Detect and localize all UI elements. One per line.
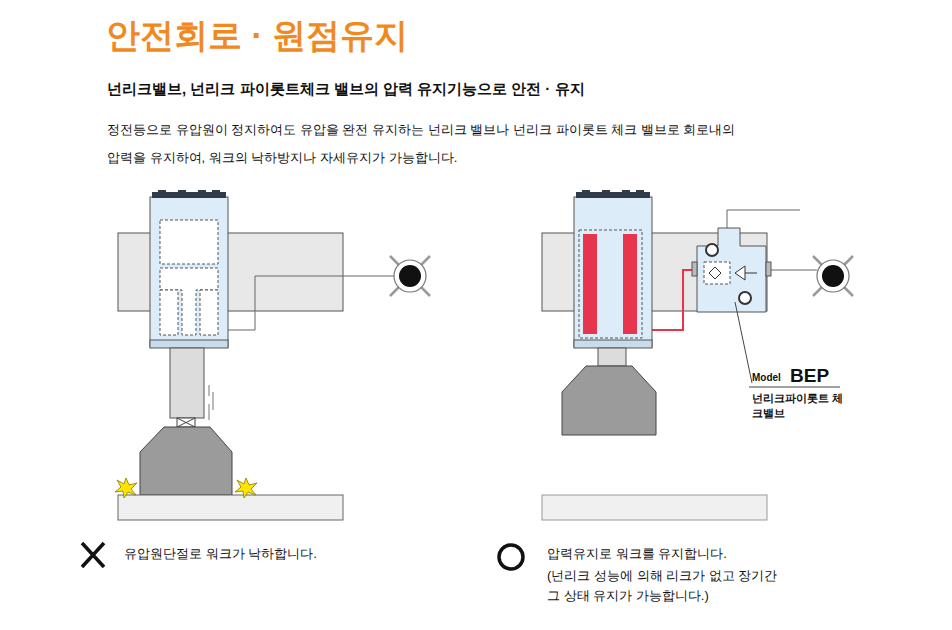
ok-caption: 압력유지로 워크를 유지합니다. [547,546,727,562]
ng-caption: 유압원단절로 워크가 낙하합니다. [124,546,317,562]
body-text: 정전등으로 유압원이 정지하여도 유압을 완전 유지하는 넌리크 밸브나 넌리크… [107,116,747,172]
model-code: BEP [790,364,829,388]
piston-rod [598,348,626,366]
pilot-line [727,210,800,228]
cylinder-body [574,197,652,347]
cylinder-body [150,197,228,347]
pipe [766,270,817,271]
ok-note: (넌리크 성능에 의해 리크가 없고 장기간 그 상태 유지가 가능합니다.) [547,566,779,606]
motion-lines [209,385,213,420]
piston [160,268,218,335]
ng-mark [82,543,104,567]
part-name: 넌리크파이롯트 체크밸브 [752,391,844,421]
right-figure [499,190,853,569]
pipe [218,276,394,330]
workpiece [562,366,656,435]
ok-mark [499,545,523,569]
page-title: 안전회로 · 원점유지 [106,14,408,57]
label-rule [749,387,840,388]
base-plate [542,495,767,520]
left-figure [82,190,430,567]
model-prefix: Model [752,372,781,385]
leader-line [735,302,752,383]
rod-end [177,418,195,427]
chamber [160,220,218,264]
pressurized-chamber [583,234,597,334]
piston-rod [170,348,204,418]
check-valve [692,228,771,312]
subtitle: 넌리크밸브, 넌리크 파이롯트체크 밸브의 압력 유지기능으로 안전 · 유지 [107,80,585,99]
base-plate [118,495,343,520]
workpiece [140,427,232,495]
